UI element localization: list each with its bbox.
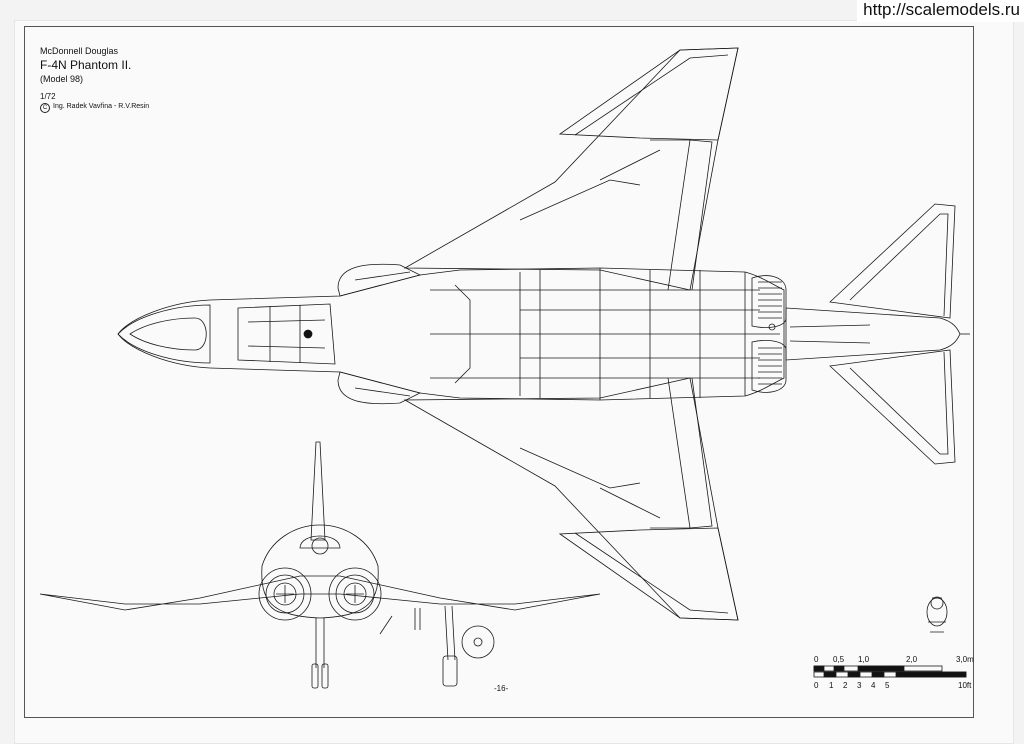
credits-label: Ing. Radek Vavřina - R.V.Resin bbox=[53, 103, 150, 111]
radome bbox=[117, 304, 211, 364]
canopy bbox=[237, 303, 336, 365]
scale-imperial-label: 5 bbox=[885, 681, 890, 690]
scale-metric-label: 0 bbox=[814, 655, 819, 664]
wing-lower-tip bbox=[558, 527, 739, 621]
copyright-icon: C bbox=[40, 102, 50, 113]
scale-imperial-label: 3 bbox=[857, 681, 862, 690]
wing-upper bbox=[403, 47, 739, 291]
intake-upper bbox=[337, 263, 422, 297]
scale-metric-label: 0,5 bbox=[833, 655, 845, 664]
tail-boom bbox=[785, 307, 961, 361]
stabilizer-upper bbox=[829, 203, 956, 319]
front-fuselage bbox=[261, 524, 379, 619]
scale-metric-label: 1,0 bbox=[858, 655, 870, 664]
front-landing-gear bbox=[311, 605, 495, 689]
top-view bbox=[117, 47, 970, 621]
wing-upper-tip bbox=[558, 47, 739, 141]
model-label: (Model 98) bbox=[40, 74, 84, 85]
scale-imperial-label: 4 bbox=[871, 681, 876, 690]
manufacturer-label: McDonnell Douglas bbox=[40, 46, 119, 56]
intake-lower bbox=[337, 371, 422, 405]
aircraft-name: F-4N Phantom II. bbox=[40, 58, 132, 73]
front-engines bbox=[258, 567, 382, 621]
wing-lower bbox=[403, 377, 739, 621]
scale-imperial-label: 1 bbox=[829, 681, 834, 690]
front-wing bbox=[39, 575, 601, 611]
scale-label: 1/72 bbox=[40, 91, 56, 101]
credits-line: C Ing. Radek Vavřina - R.V.Resin bbox=[40, 102, 150, 113]
page-number: -16- bbox=[494, 684, 509, 693]
scale-imperial-label: 10ft bbox=[958, 681, 972, 690]
designer-logo-icon bbox=[926, 596, 948, 633]
front-view bbox=[39, 441, 601, 689]
watermark-url[interactable]: http://scalemodels.ru bbox=[857, 0, 1024, 22]
scale-imperial-label: 2 bbox=[843, 681, 848, 690]
scale-metric-label: 3,0m bbox=[956, 655, 974, 664]
scale-bar bbox=[813, 665, 967, 678]
exhaust-nozzles bbox=[751, 275, 787, 393]
scale-metric-label: 2,0 bbox=[906, 655, 918, 664]
fuselage-outline bbox=[117, 267, 785, 401]
drawing-border bbox=[24, 26, 974, 718]
stabilizer-lower bbox=[829, 349, 956, 465]
scale-imperial-label: 0 bbox=[814, 681, 819, 690]
title-block: McDonnell Douglas F-4N Phantom II. (Mode… bbox=[40, 46, 149, 113]
